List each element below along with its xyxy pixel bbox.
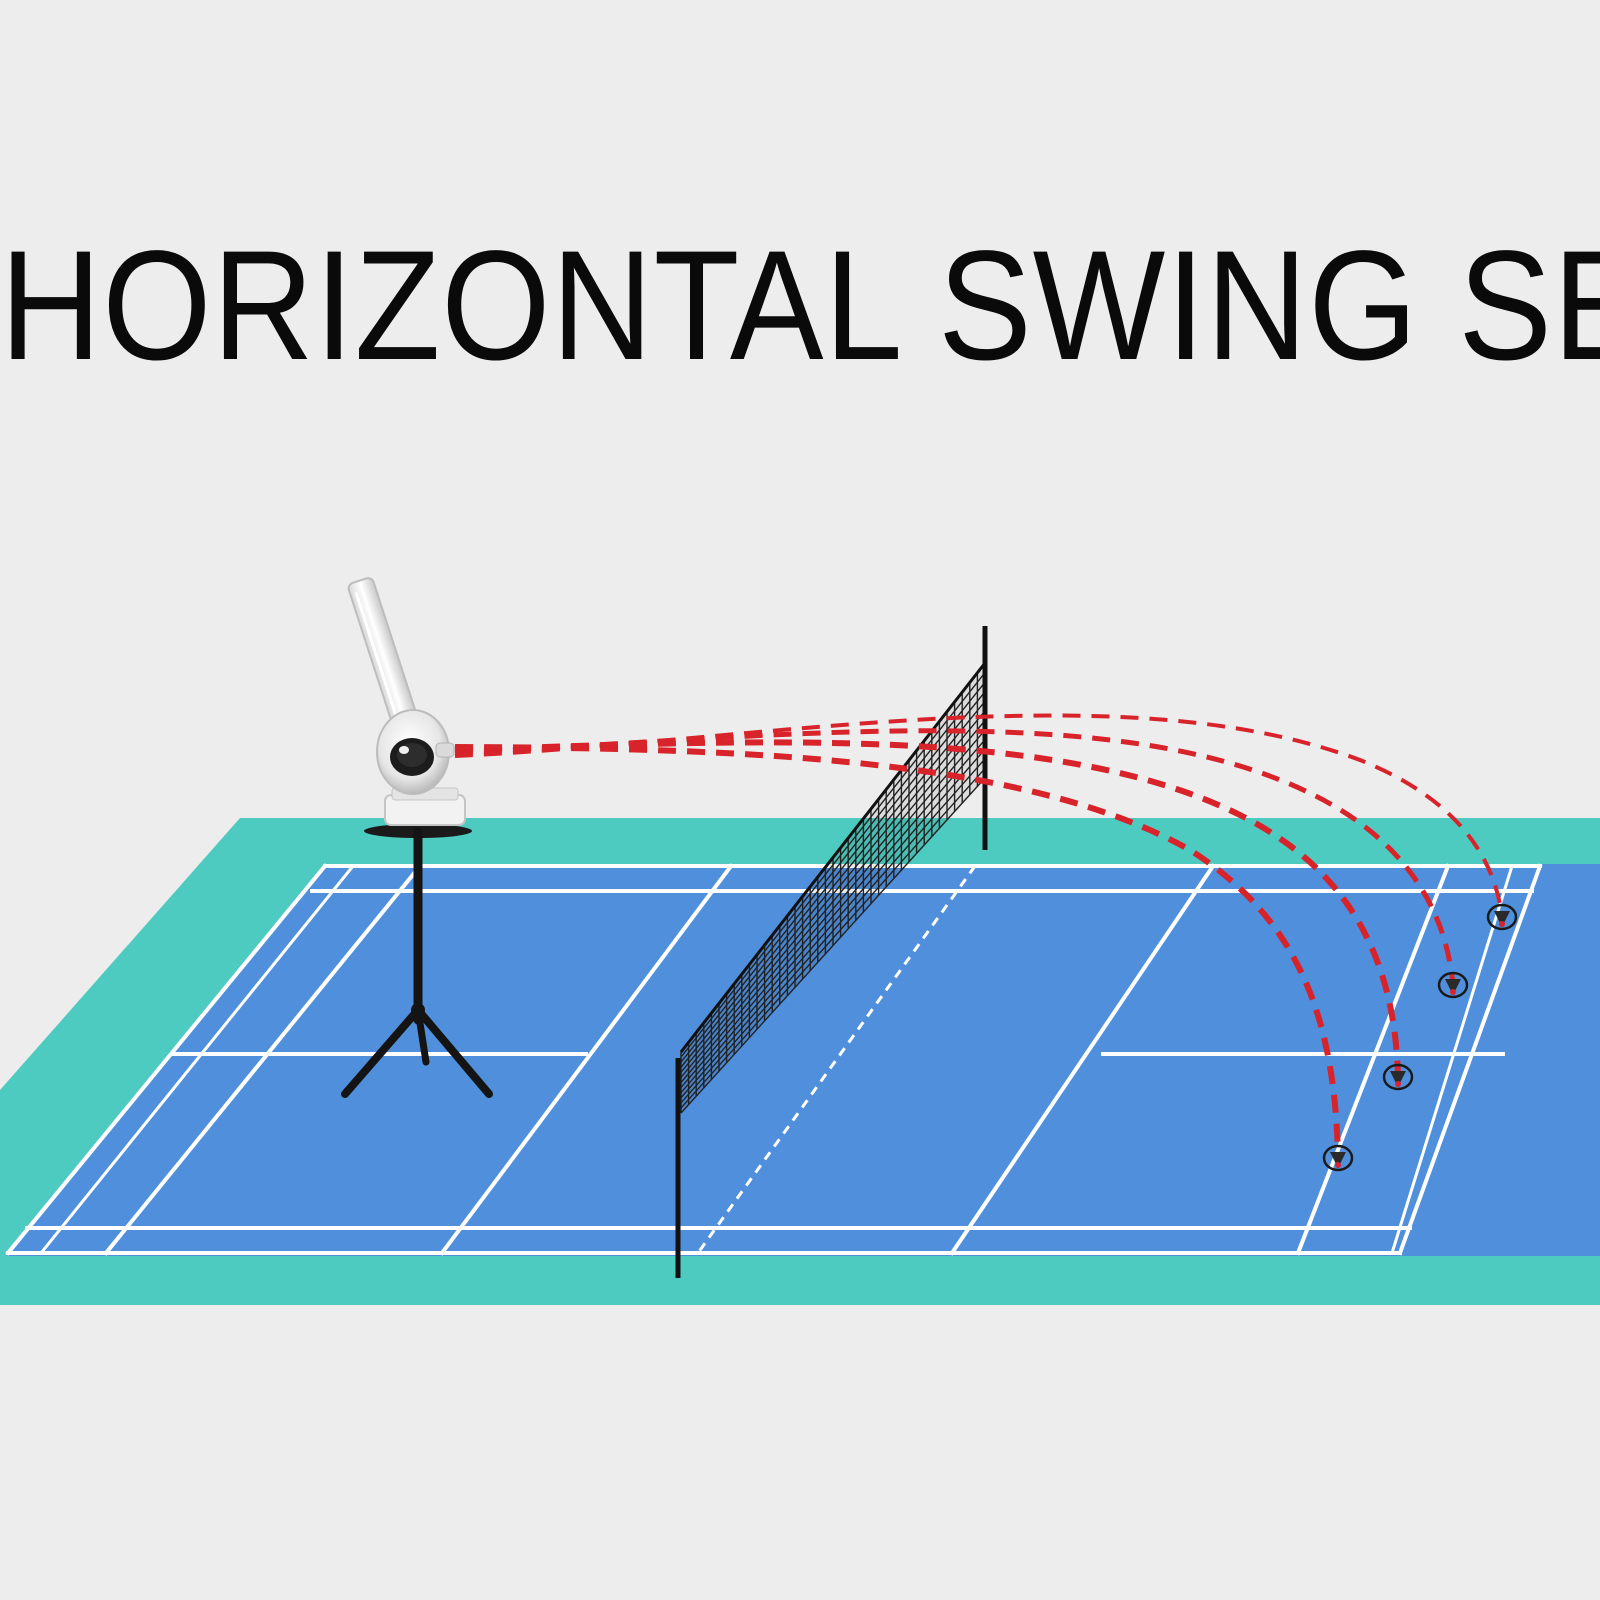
net-mesh-strand [680, 700, 986, 1073]
net-mesh-strand [680, 767, 986, 1109]
net-mesh-strand [680, 720, 986, 1083]
trajectory-line [454, 739, 1401, 1078]
court-surface [6, 864, 1600, 1256]
net-mesh-strand [680, 691, 986, 1068]
trajectory-line [454, 728, 1456, 986]
page-title: HORIZONTAL SWING SERVE [0, 219, 1600, 393]
net-mesh-strand [680, 729, 986, 1089]
net-mesh-strand [680, 739, 986, 1094]
net-mesh-strand [680, 777, 986, 1114]
trajectory-line [454, 744, 1341, 1159]
shuttlecock-icon [1382, 1063, 1414, 1091]
shuttle-launcher-icon [347, 577, 466, 826]
net-mesh-strand [680, 758, 986, 1104]
shuttlecock-icon [1322, 1144, 1354, 1172]
tripod-stand-icon [341, 824, 493, 1098]
shuttlecock-icon [1437, 971, 1469, 999]
trajectory-line [454, 713, 1504, 918]
shuttlecock-icon [1486, 903, 1518, 931]
net-mesh-strand [680, 748, 986, 1099]
net-mesh-strand [680, 672, 986, 1058]
landing-targets [1322, 903, 1518, 1172]
shuttle-trajectories [454, 713, 1504, 1159]
